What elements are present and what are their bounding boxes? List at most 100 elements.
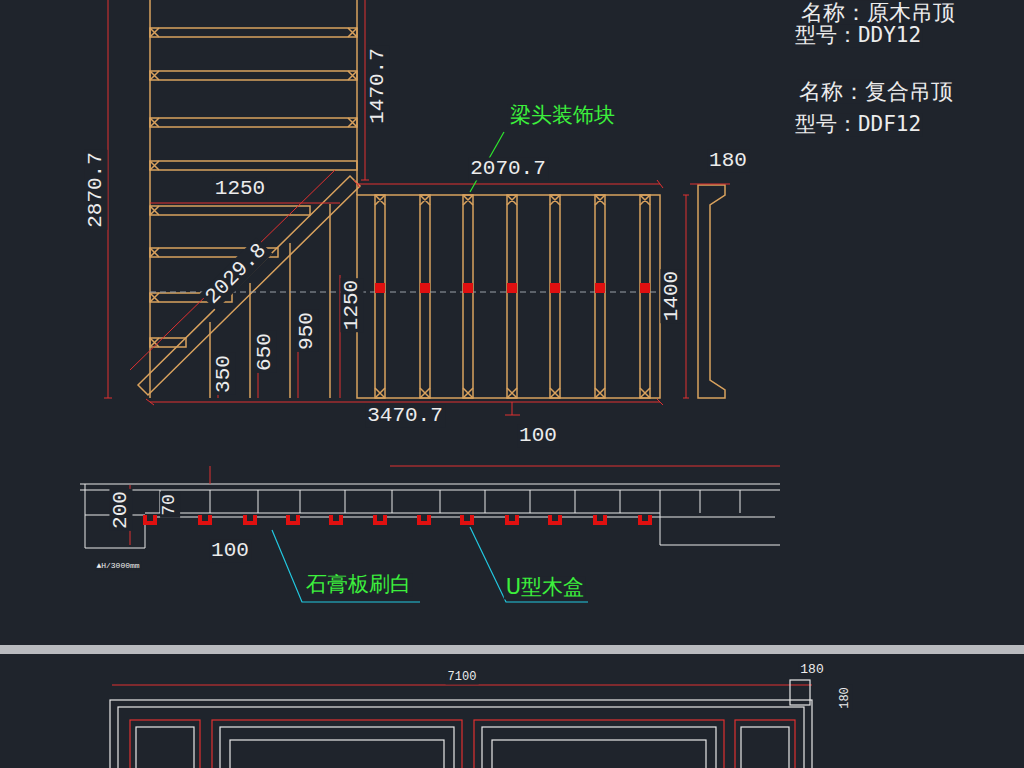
beam-end-blocks-part — [595, 283, 605, 293]
section-view-part — [85, 484, 145, 548]
u-wood-boxes-part — [143, 515, 652, 525]
title-text: 名称：复合吊顶 — [797, 80, 955, 104]
dimension-lines-part — [150, 402, 660, 403]
dimension-text: 70 — [160, 492, 180, 518]
leader-lines-part — [272, 530, 420, 602]
dimension-lines-part — [512, 402, 513, 415]
leader-lines-part — [470, 527, 588, 602]
callout-text: U型木盒 — [504, 576, 586, 599]
timber-bars-part — [595, 195, 605, 398]
dimension-text: 1470.7 — [366, 46, 389, 126]
timber-bars-part — [550, 195, 560, 398]
dimension-lines-part — [686, 195, 687, 398]
separator-band — [0, 645, 1024, 654]
dimension-text: 950 — [295, 310, 318, 352]
dimension-text: 100 — [209, 539, 251, 562]
section-view-part — [390, 466, 780, 467]
timber-bars-part — [329, 204, 331, 398]
timber-bars-part — [249, 283, 251, 398]
dimension-text: 1250 — [213, 177, 267, 200]
timber-bars-part — [150, 118, 357, 127]
elevation-panel-part — [220, 727, 454, 768]
elevation-panel-part — [790, 680, 810, 705]
timber-bars-part — [698, 185, 725, 398]
elevation-panel-part — [474, 720, 724, 768]
dimension-lines-part — [104, 180, 689, 405]
separator-band-part — [0, 645, 1024, 654]
beam-end-blocks — [375, 283, 650, 293]
leader-lines — [272, 132, 588, 602]
dimension-lines-part — [690, 184, 730, 185]
u-wood-boxes — [143, 515, 652, 525]
dimension-text: 180 — [839, 685, 852, 711]
timber-bars-part — [150, 71, 357, 80]
beam-end-blocks-part — [463, 283, 473, 293]
dimension-text: 200 — [109, 489, 132, 531]
dimension-lines-part — [150, 203, 340, 204]
timber-bars-part — [640, 195, 650, 398]
dimension-text: 7100 — [446, 671, 479, 684]
dimension-text: 3470.7 — [365, 404, 445, 427]
elevation-panel-part — [741, 727, 789, 768]
dimension-lines-part — [357, 184, 660, 185]
elevation-panel — [110, 680, 812, 768]
elevation-panel-part — [735, 720, 795, 768]
section-view — [80, 466, 780, 548]
title-text: 名称：原木吊顶 — [799, 1, 957, 25]
section-view-part — [660, 513, 780, 545]
callout-text: 梁头装饰块 — [508, 104, 617, 127]
model-text: 型号：DDY12 — [793, 24, 923, 47]
dimension-text: 1250 — [340, 278, 363, 332]
beam-end-blocks-part — [550, 283, 560, 293]
elevation-panel-part — [110, 700, 812, 768]
dimension-lines-part — [365, 0, 366, 180]
timber-bars-part — [463, 195, 473, 398]
dimension-text: 1400 — [660, 269, 683, 323]
timber-bars-part — [150, 161, 357, 170]
beam-end-blocks-part — [640, 283, 650, 293]
section-view-part — [80, 484, 780, 485]
timber-bars-part — [375, 195, 650, 398]
dimension-text: 180 — [707, 149, 749, 172]
timber-bars-part — [150, 28, 357, 347]
dimension-text: 650 — [253, 331, 276, 373]
section-view-part — [80, 490, 780, 491]
timber-bars-part — [375, 195, 385, 398]
timber-bars-part — [507, 195, 517, 398]
timber-bars-part — [209, 322, 211, 398]
beam-end-blocks-part — [420, 283, 430, 293]
elevation-panel-part — [136, 727, 194, 768]
callout-text: 石膏板刷白 — [304, 573, 413, 596]
u-wood-boxes-part — [147, 515, 648, 521]
dimension-text: 2070.7 — [468, 157, 548, 180]
section-view-part — [160, 490, 740, 513]
beam-end-blocks-part — [375, 283, 385, 293]
beam-end-blocks-part — [507, 283, 517, 293]
dimension-text: 2870.7 — [84, 150, 107, 230]
elevation-panel-part — [482, 727, 716, 768]
section-view-part — [145, 513, 660, 514]
level-note: ▲H/3000mm — [94, 562, 141, 571]
timber-bars-part — [150, 28, 357, 37]
dimension-lines-part — [505, 415, 520, 416]
dimension-lines — [104, 0, 730, 415]
timber-bars-part — [138, 176, 360, 395]
dimension-lines-part — [130, 170, 335, 370]
section-view-part — [210, 466, 211, 484]
dimension-text: 100 — [517, 424, 559, 447]
elevation-panel-part — [130, 720, 200, 768]
dimension-lines-part — [108, 0, 109, 398]
elevation-panel-part — [230, 740, 444, 768]
dimension-text: 180 — [798, 663, 825, 677]
timber-bars-part — [150, 206, 310, 215]
dimension-text: 350 — [212, 353, 235, 395]
timber-bars-part — [289, 243, 291, 398]
timber-bars-part — [357, 195, 660, 398]
timber-bars — [138, 0, 725, 398]
model-text: 型号：DDF12 — [793, 113, 923, 136]
timber-bars-part — [420, 195, 430, 398]
section-view-part — [145, 517, 660, 518]
elevation-panel-part — [118, 707, 804, 768]
elevation-panel-part — [492, 740, 706, 768]
